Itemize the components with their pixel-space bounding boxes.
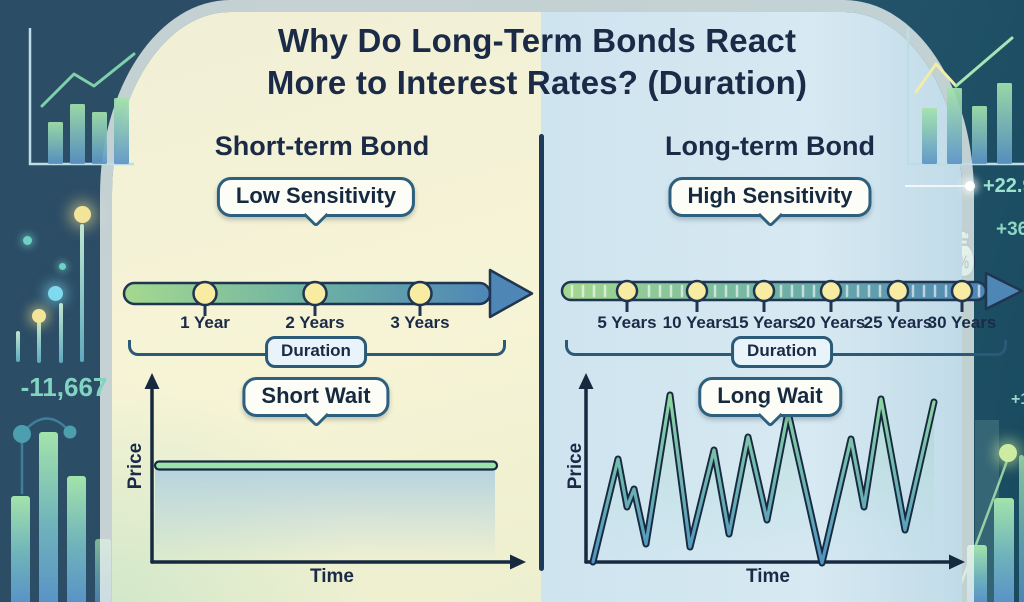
decor-bar <box>39 432 58 602</box>
decor-value-right-1: +22.9 <box>983 175 1024 197</box>
decor-glow-dot-green <box>999 444 1017 462</box>
ylabel-price-right: Price <box>565 442 586 490</box>
decor-bar-chart-left <box>28 28 136 166</box>
timeline-year-label: 3 Years <box>390 313 450 332</box>
decor-dot-white <box>965 181 975 191</box>
timeline-year-label: 5 Years <box>597 313 657 332</box>
decor-bar-chart-right <box>906 28 1024 166</box>
xlabel-time-left: Time <box>309 566 354 587</box>
decor-value-right-3: +1 <box>1011 391 1024 408</box>
decor-stick <box>16 331 20 362</box>
xlabel-time-right: Time <box>745 566 790 587</box>
timeline-year-label: 1 Year <box>180 313 230 332</box>
decor-glow-dot-yellow <box>74 206 91 223</box>
decor-value-right-2: +36 <box>996 219 1024 240</box>
timeline-year-label: 2 Years <box>285 313 345 332</box>
timeline-year-label: 30 Years <box>927 313 997 332</box>
decor-curve-left <box>13 417 77 494</box>
price-chart-right <box>578 373 965 570</box>
decor-stick <box>59 303 63 363</box>
timeline-year-label: 25 Years <box>863 313 933 332</box>
timeline-year-label: 10 Years <box>662 313 732 332</box>
heading-short-term-bond: Short-term Bond <box>214 131 430 161</box>
decor-glow-dot-yellow <box>32 309 46 323</box>
duration-box-right: Duration <box>731 336 833 368</box>
bubble-long-wait: Long Wait <box>698 377 842 417</box>
timeline-year-label: 15 Years <box>729 313 799 332</box>
heading-long-term-bond: Long-term Bond <box>665 131 875 161</box>
price-chart-left <box>144 373 526 570</box>
timeline-right <box>560 272 1024 312</box>
timeline-year-label: 20 Years <box>796 313 866 332</box>
decor-bar <box>1019 455 1024 602</box>
page-title-line1: Why Do Long-Term Bonds React <box>277 22 797 59</box>
decor-rule-line <box>905 185 971 187</box>
page-title: Why Do Long-Term Bonds React More to Int… <box>100 20 974 103</box>
decor-bar <box>994 498 1014 602</box>
bubble-low-sensitivity: Low Sensitivity <box>216 177 416 217</box>
panel-divider <box>539 134 544 571</box>
decor-bar <box>11 496 30 602</box>
decor-bar <box>67 476 86 602</box>
page-title-line2: More to Interest Rates? (Duration) <box>266 63 808 101</box>
bubble-high-sensitivity: High Sensitivity <box>668 177 872 217</box>
decor-dot <box>48 286 63 301</box>
decor-dot <box>23 236 32 245</box>
decor-dot <box>59 263 66 270</box>
decor-candle-line <box>80 224 84 362</box>
bubble-short-wait: Short Wait <box>242 377 390 417</box>
decor-value-left: -11,667 <box>20 372 108 402</box>
timeline-left <box>122 268 534 319</box>
decor-stick <box>37 322 41 363</box>
duration-box-left: Duration <box>265 336 367 368</box>
ylabel-price-left: Price <box>125 442 146 490</box>
